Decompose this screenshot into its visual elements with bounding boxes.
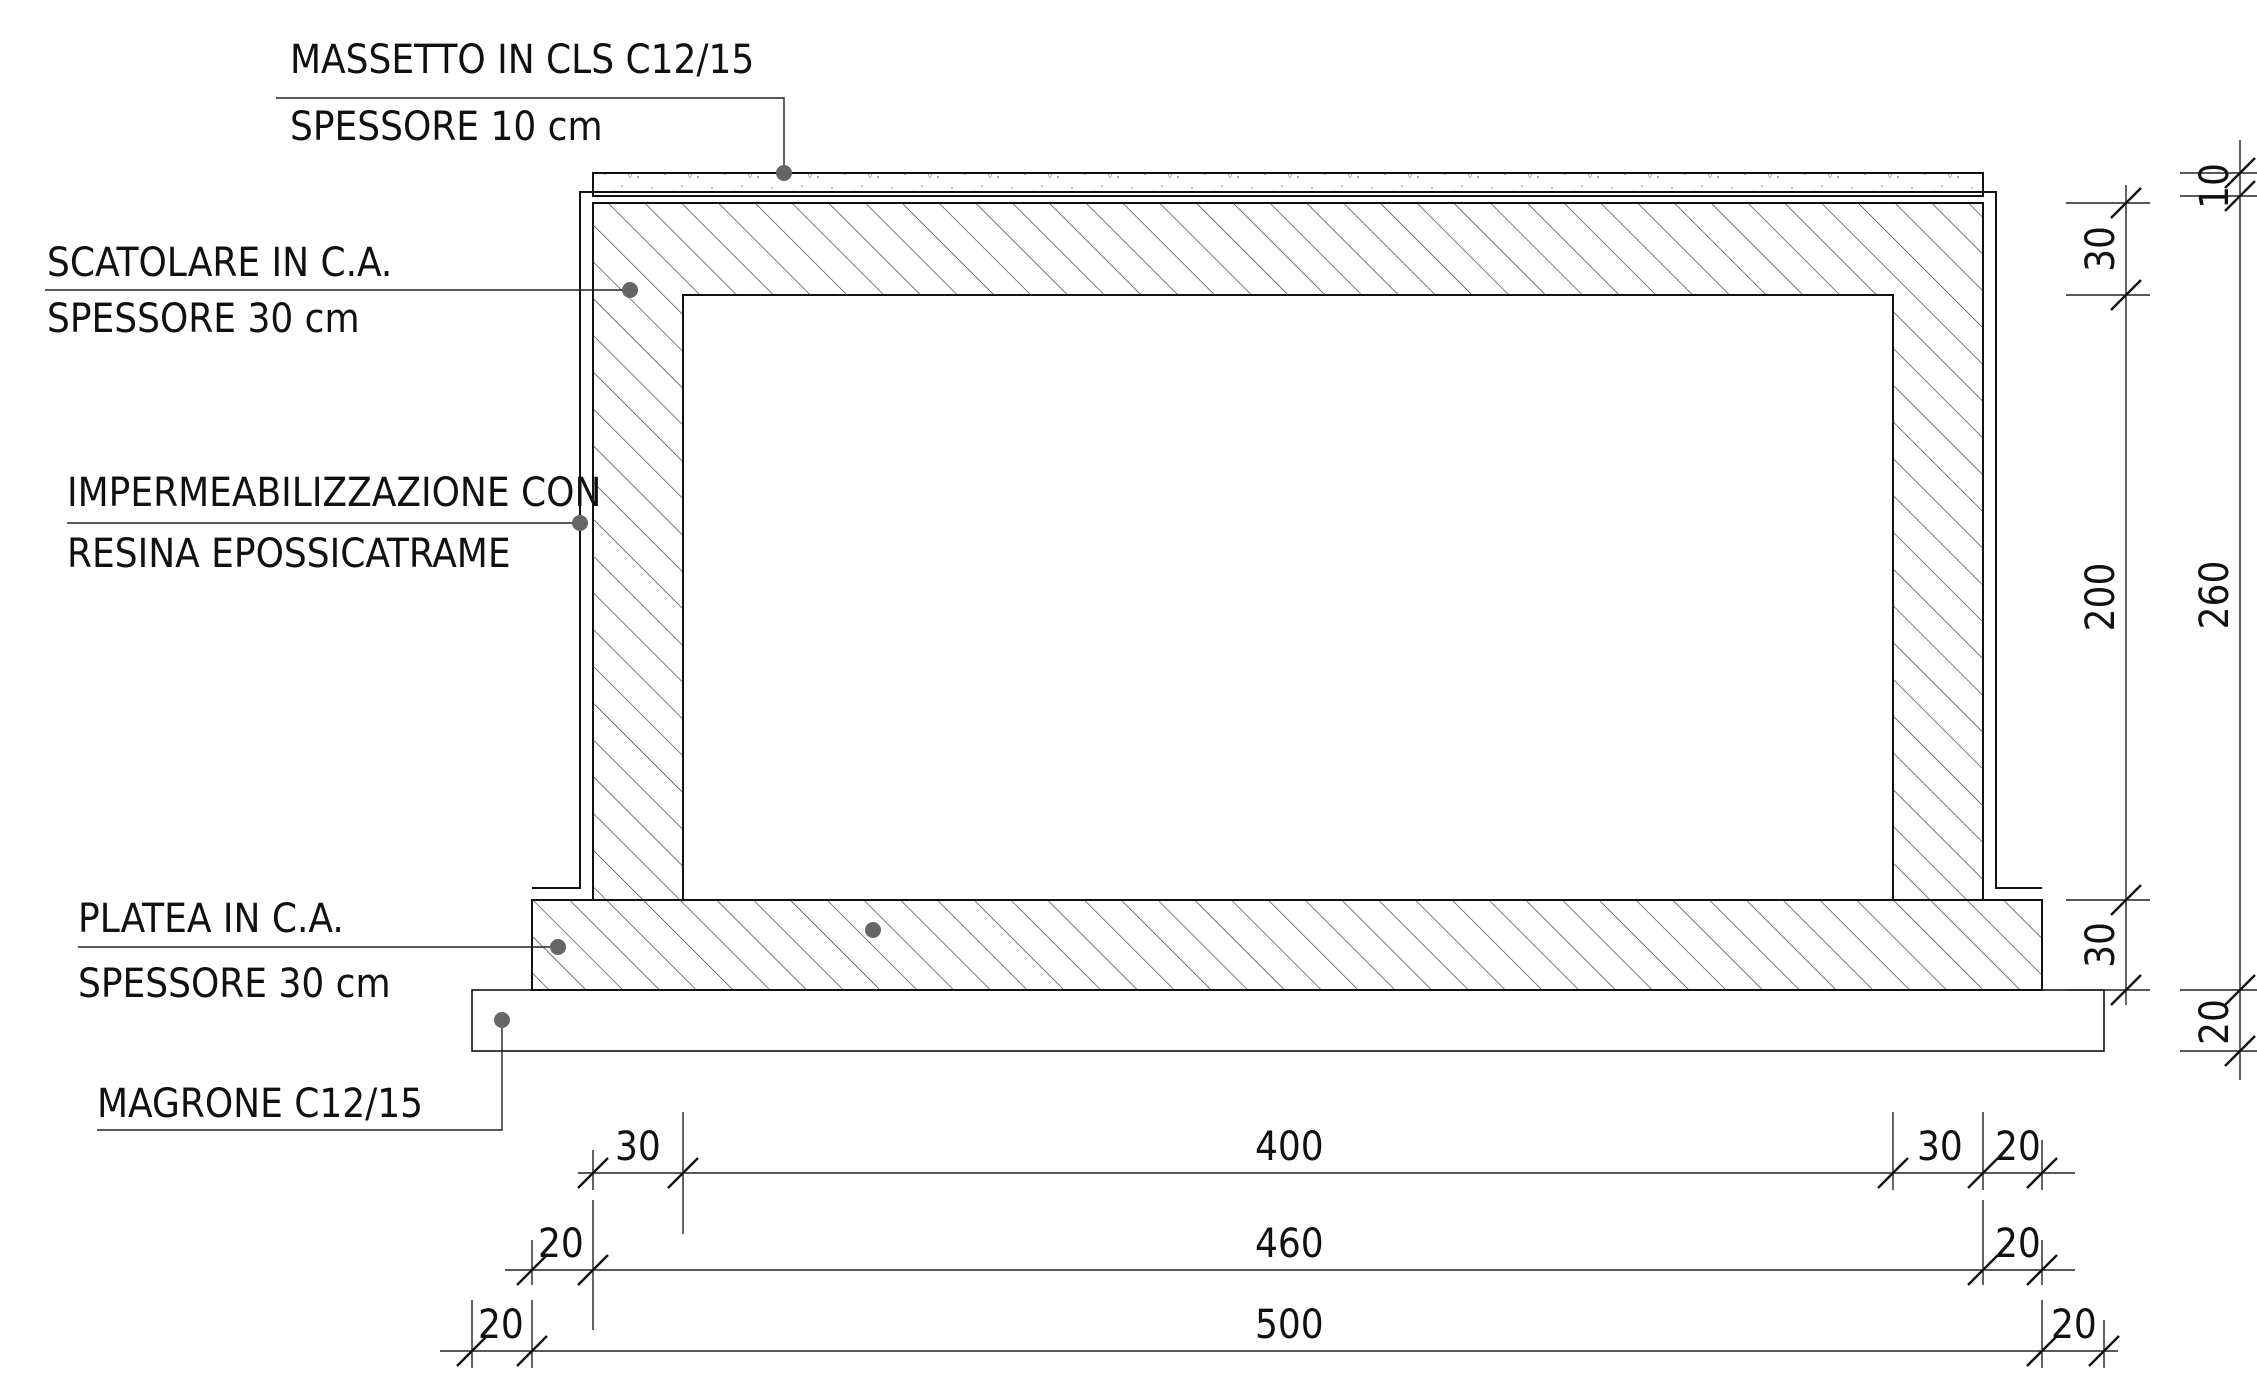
leader-massetto bbox=[276, 97, 792, 181]
dim-row2-left-20: 20 bbox=[538, 1221, 584, 1267]
screed-layer bbox=[592, 172, 1984, 197]
dim-vert-260: 260 bbox=[2192, 561, 2238, 630]
dim-row-1: 30 400 30 20 bbox=[577, 1112, 2075, 1234]
label-platea-line2: SPESSORE 30 cm bbox=[78, 961, 391, 1007]
dim-vert-10: 10 bbox=[2192, 163, 2238, 209]
dim-vert-200: 200 bbox=[2078, 563, 2124, 632]
label-platea-line1: PLATEA IN C.A. bbox=[78, 896, 344, 942]
leader-magrone bbox=[97, 1012, 510, 1131]
dim-row3-left-20: 20 bbox=[478, 1302, 524, 1348]
dim-vert-top-30: 30 bbox=[2078, 226, 2124, 272]
dim-row-3: 20 500 20 bbox=[440, 1300, 2120, 1368]
leader-impermeabilizzazione bbox=[67, 515, 588, 531]
label-impermeabilizzazione-line1: IMPERMEABILIZZAZIONE CON bbox=[67, 470, 601, 516]
concrete-box-section bbox=[531, 202, 2043, 991]
dim-row2-460: 460 bbox=[1255, 1221, 1324, 1267]
dim-row1-20: 20 bbox=[1995, 1124, 2041, 1170]
label-impermeabilizzazione-line2: RESINA EPOSSICATRAME bbox=[67, 531, 511, 577]
leader-scatolare bbox=[45, 282, 638, 298]
dim-row3-right-20: 20 bbox=[2051, 1302, 2097, 1348]
dim-vertical-inner: 30 200 30 bbox=[2066, 185, 2150, 1006]
dim-row3-500: 500 bbox=[1255, 1302, 1324, 1348]
dim-row2-right-20: 20 bbox=[1995, 1221, 2041, 1267]
dim-vert-bottom-30: 30 bbox=[2078, 922, 2124, 968]
dim-row1-right-30: 30 bbox=[1917, 1124, 1963, 1170]
label-magrone-line1: MAGRONE C12/15 bbox=[97, 1081, 423, 1127]
label-massetto-line1: MASSETTO IN CLS C12/15 bbox=[290, 37, 754, 83]
waterproofing-line bbox=[532, 191, 2042, 889]
dim-vert-20: 20 bbox=[2192, 999, 2238, 1045]
label-scatolare-line2: SPESSORE 30 cm bbox=[47, 296, 360, 342]
lean-concrete-layer bbox=[471, 989, 2105, 1052]
dim-vertical-outer: 10 260 20 bbox=[2180, 140, 2257, 1080]
dim-row-2: 20 460 20 bbox=[505, 1200, 2075, 1330]
leader-platea bbox=[78, 922, 881, 955]
dim-row1-left-30: 30 bbox=[615, 1124, 661, 1170]
dim-row1-400: 400 bbox=[1255, 1124, 1324, 1170]
label-massetto-line2: SPESSORE 10 cm bbox=[290, 104, 603, 150]
label-scatolare-line1: SCATOLARE IN C.A. bbox=[47, 240, 392, 286]
